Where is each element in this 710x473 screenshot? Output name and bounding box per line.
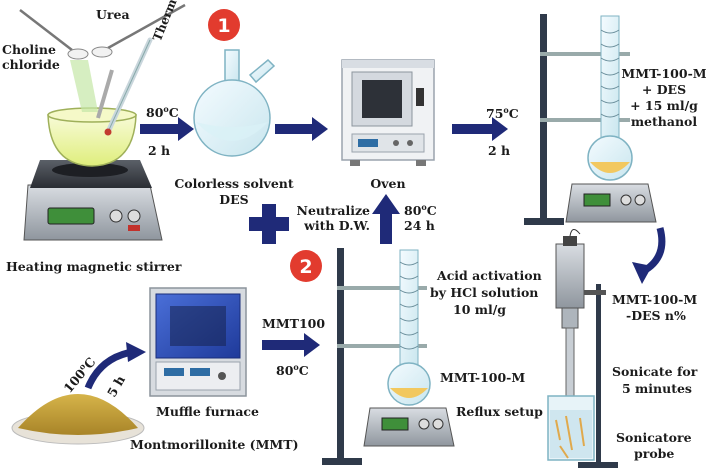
colorless-des-label-2: DES	[219, 192, 249, 207]
step-1-number: 1	[217, 15, 230, 37]
des-mixing-bowl	[47, 60, 137, 167]
acid-activation-label-1: Acid activation	[437, 268, 542, 283]
stirrer-label: Heating magnetic stirrer	[6, 259, 182, 274]
oven-label: Oven	[370, 176, 406, 191]
thermometer-icon	[104, 37, 153, 136]
nanoproduct-label-1: MMT-100-M	[612, 292, 698, 307]
reflux1-time: 2 h	[488, 143, 511, 158]
reflux-setup-label: Reflux setup	[456, 404, 543, 419]
arrow-reflux-to-oven	[372, 194, 400, 244]
urea-label: Urea	[96, 7, 130, 22]
plus-icon	[249, 204, 289, 244]
step-2-number: 2	[299, 256, 312, 278]
muffle-furnace-label: Muffle furnace	[156, 404, 259, 419]
step-1-badge: 1	[208, 9, 240, 41]
acid-activation-label-2: by HCl solution	[430, 285, 539, 300]
montmorillonite-label: Montmorillonite (MMT)	[130, 437, 299, 452]
neutralize-label-2: with D.W.	[304, 218, 370, 233]
sonicate-label-2: 5 minutes	[622, 381, 692, 396]
acid-activation-label-3: 10 ml/g	[453, 302, 507, 317]
heating-stirrer-1	[23, 160, 163, 241]
choline-chloride-label-2: chloride	[2, 57, 60, 72]
reflux-setup-top	[524, 14, 657, 225]
sonicatore-label-1: Sonicatore	[616, 430, 692, 445]
oven-time: 24 h	[404, 218, 435, 233]
choline-spoon	[19, 9, 89, 60]
sonicate-label-1: Sonicate for	[612, 364, 698, 379]
urea-spoon	[91, 3, 186, 58]
sonicatore-label-2: probe	[634, 446, 675, 461]
choline-chloride-label-1: Choline	[2, 42, 56, 57]
nanoproduct-label-2: -DES n%	[626, 308, 686, 323]
colorless-des-label-1: Colorless solvent	[174, 176, 294, 191]
oven-temperature: 80oC	[404, 202, 437, 219]
muffle-furnace-icon	[149, 287, 247, 397]
step-2-badge: 2	[290, 250, 322, 282]
arrow-furnace-to-reflux	[262, 333, 320, 357]
arrow-reflux-to-sonicator	[632, 227, 666, 284]
step1-time: 2 h	[148, 143, 171, 158]
mmt-100-m-label: MMT-100-M	[440, 370, 526, 385]
reflux-setup-bottom	[322, 248, 455, 465]
sonicator-probe-icon	[547, 229, 618, 468]
furnace-out-temperature: 80oC	[276, 362, 309, 379]
des-flask	[193, 49, 276, 157]
step1-temperature: 80oC	[146, 104, 179, 121]
mmt-des-label-2: + DES	[641, 82, 687, 97]
arrow-flask-to-oven	[275, 117, 328, 141]
mmt-des-label-3: + 15 ml/g	[630, 98, 698, 113]
reflux1-temperature: 75oC	[486, 105, 519, 122]
arrow-oven-to-reflux	[452, 117, 508, 141]
neutralize-label-1: Neutralize	[296, 203, 370, 218]
oven-icon	[341, 59, 435, 166]
mmt100-label: MMT100	[262, 316, 326, 331]
arrow-stirrer-to-flask	[140, 117, 194, 141]
arrow-powder-to-furnace	[84, 342, 146, 390]
mmt-des-label-1: MMT-100-M	[621, 66, 707, 81]
mmt-des-label-4: methanol	[630, 114, 698, 129]
mmt-powder	[11, 394, 145, 445]
